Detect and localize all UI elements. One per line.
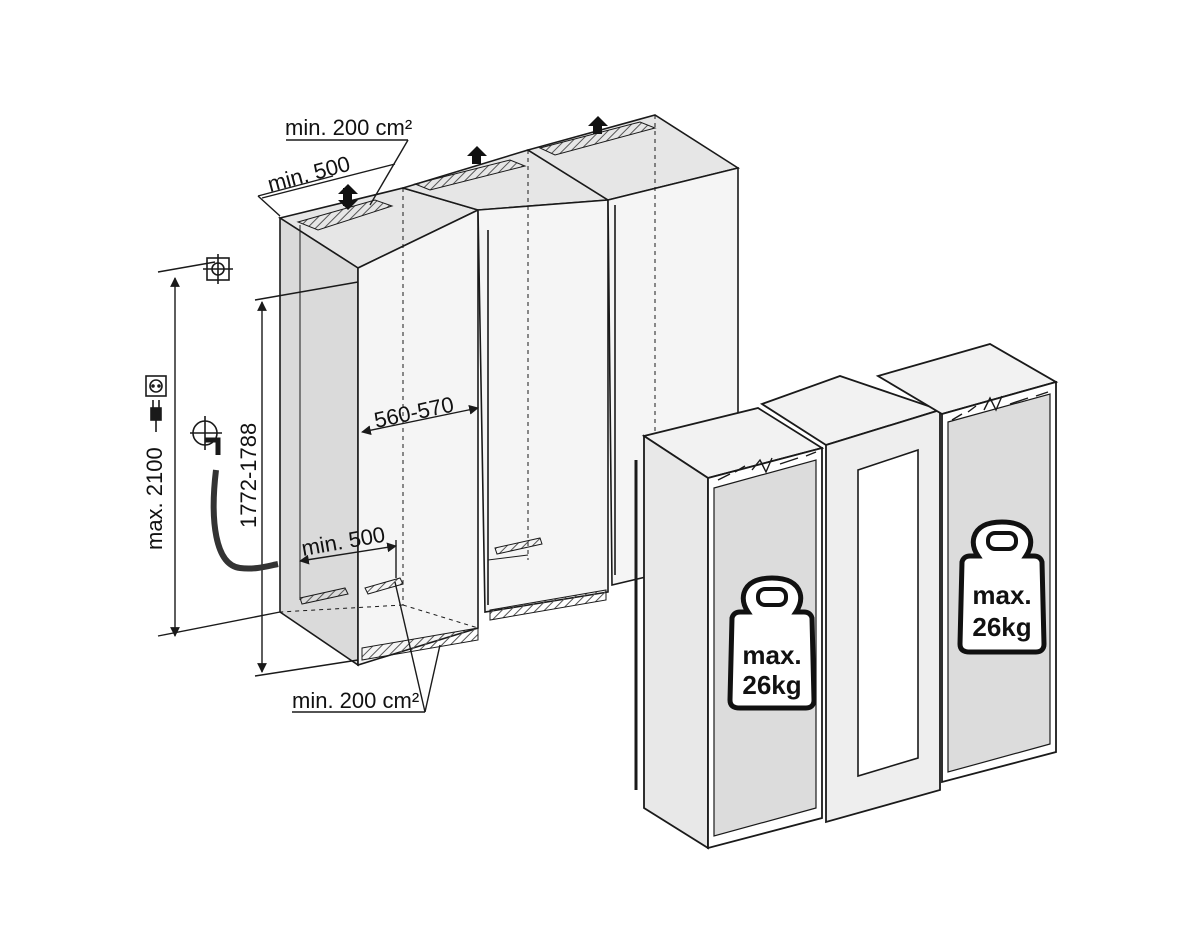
floor-vent-3 <box>494 537 543 555</box>
floor-vent-2 <box>364 577 404 595</box>
label-top-vent: min. 200 cm² <box>285 115 412 140</box>
weight-left: max. 26kg <box>727 575 817 711</box>
dimension-lines <box>157 139 479 713</box>
socket-icon <box>145 375 167 397</box>
fixing-brackets <box>717 391 1049 481</box>
label-niche-height: 1772-1788 <box>236 423 261 528</box>
bottom-vent-1 <box>361 627 479 661</box>
label-bottom-vent: min. 200 cm² <box>292 688 419 713</box>
appliance-middle <box>759 375 943 824</box>
weight-icon <box>957 519 1047 655</box>
weight-right-line2: 26kg <box>972 612 1031 642</box>
water-hose <box>210 469 279 572</box>
water-connection-icon <box>203 254 233 284</box>
airflow-arrows <box>338 116 608 210</box>
bottom-vent-2 <box>489 589 607 621</box>
weight-icon <box>727 575 817 711</box>
weight-right: max. 26kg <box>957 519 1047 655</box>
floor-vent-1 <box>299 587 349 605</box>
weight-right-line1: max. <box>972 580 1031 610</box>
utility-symbols <box>145 254 279 572</box>
niche-cabinets <box>277 114 741 667</box>
label-max-height: max. 2100 <box>142 447 167 550</box>
top-vent-3 <box>538 121 657 156</box>
weight-left-line1: max. <box>742 640 801 670</box>
plug-icon <box>150 400 162 432</box>
water-tap-icon <box>190 416 222 455</box>
airflow-up-icon <box>467 146 487 156</box>
label-top-depth: min. 500 <box>265 151 353 197</box>
airflow-up-icon <box>588 116 608 126</box>
weight-left-line2: 26kg <box>742 670 801 700</box>
top-vent-2 <box>413 159 527 191</box>
airflow-up-icon <box>338 184 358 206</box>
